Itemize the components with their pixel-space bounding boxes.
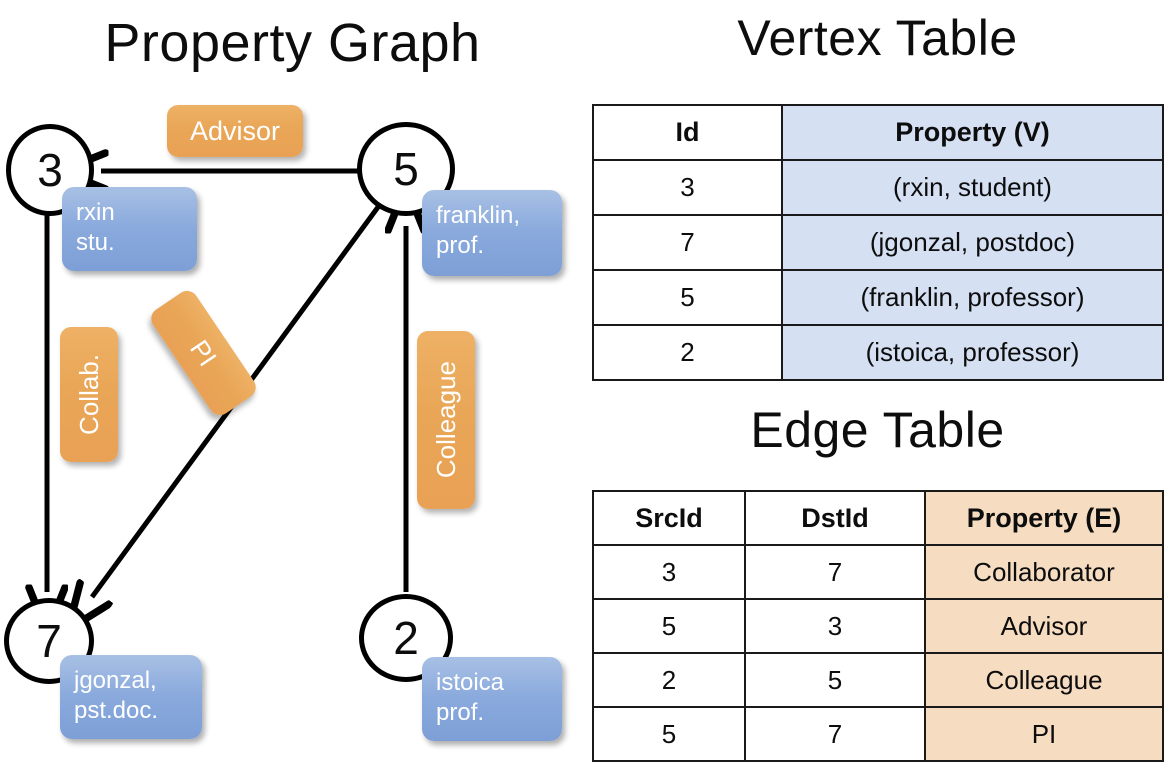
node-property-line-2: prof.: [436, 699, 485, 726]
cell-id: 2: [592, 324, 783, 381]
cell-dstid: 3: [744, 598, 926, 654]
column-header-srcid: SrcId: [592, 490, 746, 546]
node-property-line-1: rxin: [76, 199, 115, 226]
cell-property: PI: [924, 706, 1164, 762]
node-property-line-2: prof.: [436, 232, 485, 259]
cell-property: (jgonzal, postdoc): [781, 214, 1164, 271]
table-row: 2 (istoica, professor): [592, 324, 1164, 381]
cell-srcid: 5: [592, 706, 746, 762]
column-header-property-e: Property (E): [924, 490, 1164, 546]
table-row: 7 (jgonzal, postdoc): [592, 214, 1164, 271]
edge-label-text: Advisor: [189, 115, 281, 146]
edge-label-text: PI: [184, 334, 224, 372]
edge-label-advisor: Advisor: [167, 105, 303, 157]
node-property-line-2: pst.doc.: [74, 697, 159, 724]
cell-property: Collaborator: [924, 544, 1164, 600]
cell-id: 5: [592, 269, 783, 326]
edge-label-text: Colleague: [430, 361, 461, 479]
node-property-line-2: stu.: [76, 229, 115, 256]
column-header-dstid: DstId: [744, 490, 926, 546]
cell-srcid: 2: [592, 652, 746, 708]
edge-table: SrcId DstId Property (E) 3 7 Collaborato…: [592, 490, 1164, 762]
table-row: 5 (franklin, professor): [592, 269, 1164, 326]
cell-dstid: 7: [744, 706, 926, 762]
node-property-line-1: franklin,: [436, 202, 521, 229]
cell-srcid: 5: [592, 598, 746, 654]
cell-property: (franklin, professor): [781, 269, 1164, 326]
table-row: 5 3 Advisor: [592, 598, 1164, 654]
edge-label-colleague: Colleague: [417, 331, 475, 509]
node-property-bubble-3: rxin stu.: [62, 187, 197, 271]
table-row: 5 7 PI: [592, 706, 1164, 762]
cell-dstid: 5: [744, 652, 926, 708]
node-property-bubble-7: jgonzal, pst.doc.: [60, 655, 202, 739]
cell-property: (rxin, student): [781, 159, 1164, 216]
column-header-id: Id: [592, 104, 783, 161]
edge-label-collab: Collab.: [60, 327, 118, 462]
graph-node-2[interactable]: 2: [359, 594, 453, 682]
table-header-row: SrcId DstId Property (E): [592, 490, 1164, 546]
node-property-bubble-2: istoica prof.: [422, 657, 562, 741]
table-row: 3 7 Collaborator: [592, 544, 1164, 600]
graph-node-5[interactable]: 5: [357, 122, 455, 216]
table-row: 3 (rxin, student): [592, 159, 1164, 216]
page-title-property-graph: Property Graph: [104, 13, 481, 73]
property-graph-diagram: 3 5 7 2 rxin stu. franklin, prof. jgonza…: [0, 0, 585, 760]
cell-property: Advisor: [924, 598, 1164, 654]
vertex-table: Id Property (V) 3 (rxin, student) 7 (jgo…: [592, 104, 1164, 381]
node-property-line-1: istoica: [436, 669, 505, 696]
node-property-bubble-5: franklin, prof.: [422, 190, 562, 276]
node-property-line-1: jgonzal,: [74, 667, 157, 694]
table-row: 2 5 Colleague: [592, 652, 1164, 708]
table-header-row: Id Property (V): [592, 104, 1164, 161]
page-title-edge-table: Edge Table: [750, 402, 1005, 458]
cell-id: 3: [592, 159, 783, 216]
page-title-vertex-table: Vertex Table: [737, 10, 1018, 66]
cell-srcid: 3: [592, 544, 746, 600]
column-header-property-v: Property (V): [781, 104, 1164, 161]
edge-label-text: Collab.: [73, 354, 104, 435]
cell-property: (istoica, professor): [781, 324, 1164, 381]
cell-id: 7: [592, 214, 783, 271]
cell-dstid: 7: [744, 544, 926, 600]
cell-property: Colleague: [924, 652, 1164, 708]
